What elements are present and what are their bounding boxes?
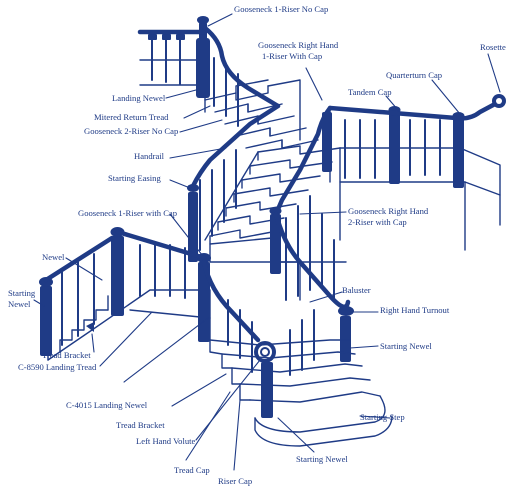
label-starting-newel-right: Starting Newel <box>380 341 432 351</box>
label-gooseneck-2-riser-no-cap: Gooseneck 2-Riser No Cap <box>84 126 179 136</box>
label-left-hand-volute: Left Hand Volute <box>136 436 196 446</box>
label-right-hand-turnout: Right Hand Turnout <box>380 305 450 315</box>
label-tread-bracket-bottom: Tread Bracket <box>116 420 165 430</box>
label-mitered-return-tread: Mitered Return Tread <box>94 112 169 122</box>
label-starting-easing: Starting Easing <box>108 173 161 183</box>
label-tandem-cap: Tandem Cap <box>348 87 392 97</box>
label-gooseneck-1-riser-with-cap: Gooseneck 1-Riser with Cap <box>78 208 178 218</box>
label-starting-newel-left-line1: Starting <box>8 288 36 298</box>
left-landing <box>39 227 211 361</box>
label-starting-newel-bottom: Starting Newel <box>296 454 348 464</box>
label-gooseneck-right-hand-1-riser-with-cap-line2: 1-Riser With Cap <box>262 51 323 61</box>
label-gooseneck-right-hand-1-riser-with-cap: Gooseneck Right Hand 1-Riser With Cap <box>258 40 338 62</box>
label-gooseneck-right-hand-2-riser-with-cap-line2: 2-Riser with Cap <box>348 217 407 227</box>
label-c4015-landing-newel: C-4015 Landing Newel <box>66 400 148 410</box>
label-gooseneck-right-hand-2-riser-with-cap-line1: Gooseneck Right Hand <box>348 206 429 216</box>
label-gooseneck-right-hand-1-riser-with-cap-line1: Gooseneck Right Hand <box>258 40 339 50</box>
label-handrail: Handrail <box>134 151 165 161</box>
leader-lines <box>33 13 501 471</box>
label-quarterturn-cap: Quarterturn Cap <box>386 70 443 80</box>
label-tread-cap: Tread Cap <box>174 465 210 475</box>
upper-flight <box>137 16 319 149</box>
label-c8590-landing-tread: C-8590 Landing Tread <box>18 362 97 372</box>
right-flight <box>269 195 354 362</box>
label-rosette: Rosette <box>480 42 506 52</box>
label-landing-newel-top: Landing Newel <box>112 93 166 103</box>
bottom-flight <box>201 259 393 447</box>
label-riser-cap: Riser Cap <box>218 476 253 486</box>
main-flight <box>187 103 341 263</box>
label-starting-step: Starting Step <box>360 412 405 422</box>
label-starting-newel-left: Starting Newel <box>8 288 35 310</box>
label-gooseneck-1-riser-no-cap: Gooseneck 1-Riser No Cap <box>234 4 329 14</box>
label-gooseneck-right-hand-2-riser-with-cap: Gooseneck Right Hand 2-Riser with Cap <box>348 206 428 228</box>
label-newel: Newel <box>42 252 65 262</box>
label-tread-bracket-left: Tread Bracket <box>42 350 91 360</box>
right-landing <box>273 94 506 251</box>
label-baluster: Baluster <box>342 285 371 295</box>
label-starting-newel-left-line2: Newel <box>8 299 31 309</box>
